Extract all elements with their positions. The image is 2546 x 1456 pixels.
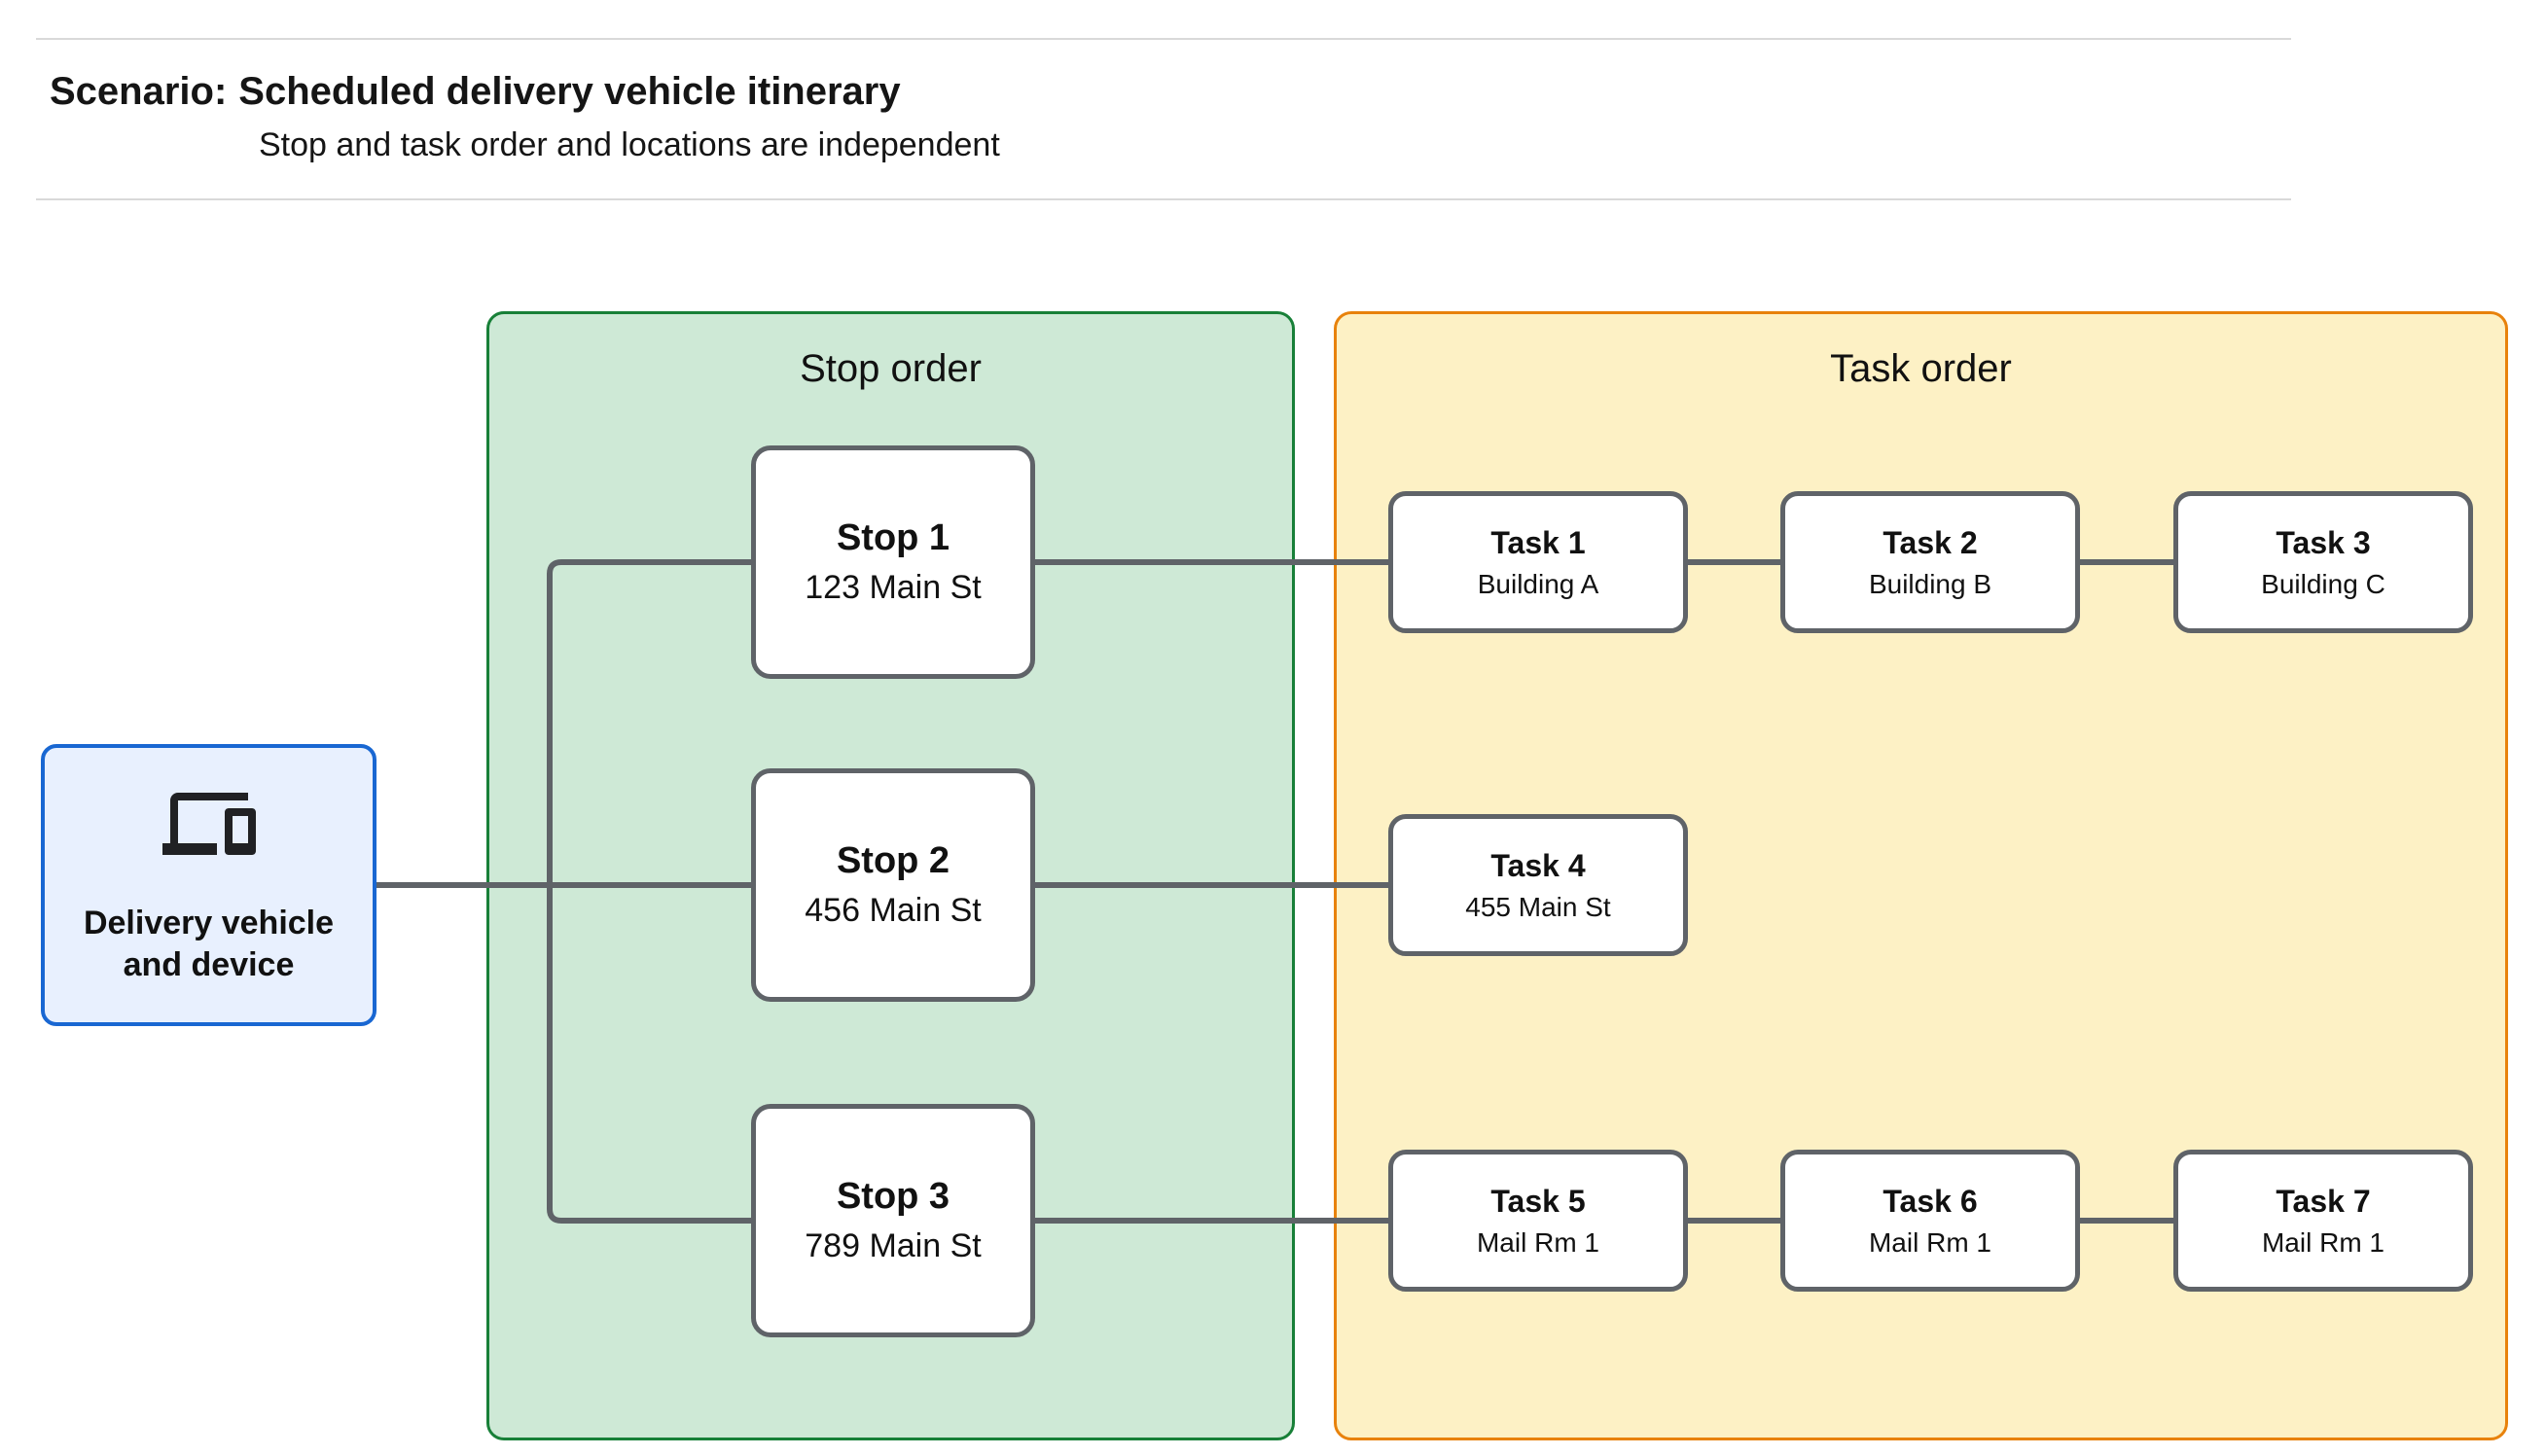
task-7-title: Task 7 xyxy=(2276,1183,2371,1219)
task-1-location: Building A xyxy=(1477,568,1599,599)
task-3-box: Task 3 Building C xyxy=(2173,491,2473,633)
task-6-location: Mail Rm 1 xyxy=(1868,1226,1991,1258)
scenario-label: Scenario: xyxy=(50,70,228,113)
scenario-title: Scheduled delivery vehicle itinerary xyxy=(238,70,901,113)
page-title: Scenario:Scheduled delivery vehicle itin… xyxy=(50,70,901,114)
wire-trunk-stop1-stop3 xyxy=(547,559,759,1224)
task-1-box: Task 1 Building A xyxy=(1388,491,1688,633)
stop-3-address: 789 Main St xyxy=(805,1227,982,1264)
scenario-subtitle: Stop and task order and locations are in… xyxy=(259,126,1000,163)
task-2-box: Task 2 Building B xyxy=(1780,491,2080,633)
stop-1-box: Stop 1 123 Main St xyxy=(751,445,1035,679)
task-3-location: Building C xyxy=(2261,568,2385,599)
task-2-location: Building B xyxy=(1868,568,1992,599)
stop-order-panel-title: Stop order xyxy=(800,347,982,390)
stop-2-box: Stop 2 456 Main St xyxy=(751,768,1035,1002)
stop-3-box: Stop 3 789 Main St xyxy=(751,1104,1035,1337)
task-6-box: Task 6 Mail Rm 1 xyxy=(1780,1150,2080,1292)
task-4-title: Task 4 xyxy=(1490,847,1586,883)
task-5-box: Task 5 Mail Rm 1 xyxy=(1388,1150,1688,1292)
task-6-title: Task 6 xyxy=(1883,1183,1978,1219)
task-3-title: Task 3 xyxy=(2276,524,2371,560)
stop-2-title: Stop 2 xyxy=(836,840,950,881)
stop-1-address: 123 Main St xyxy=(805,569,982,606)
task-7-box: Task 7 Mail Rm 1 xyxy=(2173,1150,2473,1292)
stop-2-address: 456 Main St xyxy=(805,892,982,929)
header-divider-bottom xyxy=(36,198,2291,200)
header-divider-top xyxy=(36,38,2291,40)
task-order-panel-title: Task order xyxy=(1830,347,2012,390)
delivery-vehicle-box: Delivery vehicle and device xyxy=(41,744,377,1026)
task-5-title: Task 5 xyxy=(1490,1183,1586,1219)
devices-icon xyxy=(161,789,256,864)
task-5-location: Mail Rm 1 xyxy=(1476,1226,1599,1258)
delivery-vehicle-label: Delivery vehicle and device xyxy=(83,905,335,983)
task-7-location: Mail Rm 1 xyxy=(2261,1226,2385,1258)
task-4-box: Task 4 455 Main St xyxy=(1388,814,1688,956)
task-1-title: Task 1 xyxy=(1490,524,1586,560)
stop-3-title: Stop 3 xyxy=(836,1176,950,1217)
task-2-title: Task 2 xyxy=(1883,524,1978,560)
task-4-location: 455 Main St xyxy=(1465,891,1611,922)
stop-1-title: Stop 1 xyxy=(836,517,950,558)
